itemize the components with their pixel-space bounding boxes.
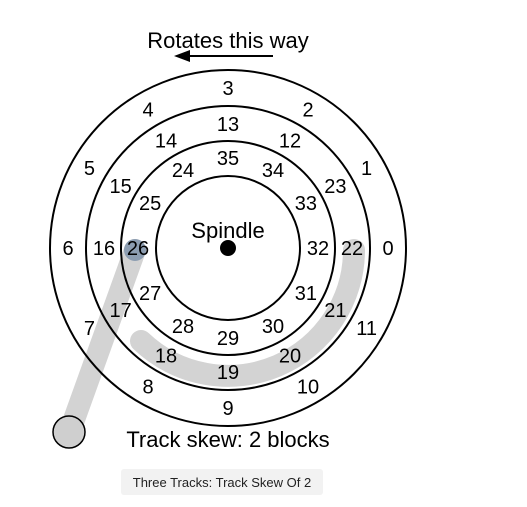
- spindle-ring: [155, 175, 301, 321]
- outer-track: [49, 69, 407, 427]
- sector-number-outer: 5: [84, 158, 95, 180]
- rotation-label: Rotates this way: [147, 28, 308, 53]
- sector-number-outer: 2: [302, 99, 313, 121]
- sector-number-outer: 0: [382, 238, 393, 260]
- sector-number-outer: 1: [361, 158, 372, 180]
- left-arrow-icon: [174, 50, 273, 62]
- middle-track: [85, 105, 371, 391]
- sector-number-middle: 12: [279, 131, 301, 153]
- disk-diagram: Rotates this way Spindle 012345678910112…: [49, 28, 407, 452]
- sector-number-middle: 21: [324, 300, 346, 322]
- sector-number-outer: 7: [84, 318, 95, 340]
- sector-number-middle: 15: [109, 176, 131, 198]
- sector-number-middle: 18: [155, 345, 177, 367]
- sector-numbers: 0123456789101122231213141516171819202132…: [62, 78, 393, 420]
- sector-number-middle: 23: [324, 176, 346, 198]
- sector-number-outer: 9: [222, 398, 233, 420]
- sector-number-middle: 13: [217, 114, 239, 136]
- read-head: [124, 239, 146, 261]
- sector-number-inner: 32: [307, 238, 329, 260]
- sector-number-inner: 33: [295, 193, 317, 215]
- sector-number-middle: 16: [93, 238, 115, 260]
- sector-number-inner: 28: [172, 316, 194, 338]
- spindle-label: Spindle: [191, 218, 264, 243]
- inner-track: [120, 140, 336, 356]
- skew-band-inner: [130, 239, 365, 387]
- figure-caption: Three Tracks: Track Skew Of 2: [121, 469, 323, 495]
- sector-number-inner: 25: [139, 193, 161, 215]
- sector-number-outer: 10: [297, 377, 319, 399]
- skew-label: Track skew: 2 blocks: [126, 427, 329, 452]
- sector-number-inner: 29: [217, 328, 239, 350]
- sector-number-inner: 30: [262, 316, 284, 338]
- sector-number-outer: 11: [356, 318, 377, 340]
- sector-number-inner: 26: [127, 238, 149, 260]
- sector-number-inner: 24: [172, 160, 194, 182]
- sector-number-middle: 19: [217, 362, 239, 384]
- sector-number-inner: 35: [217, 148, 239, 170]
- sector-number-middle: 17: [109, 300, 131, 322]
- sector-number-inner: 31: [295, 283, 317, 305]
- sector-number-middle: 20: [279, 345, 301, 367]
- sector-number-outer: 6: [62, 238, 73, 260]
- arm-handle: [60, 239, 146, 439]
- sector-number-middle: 22: [341, 238, 363, 260]
- sector-number-outer: 4: [142, 99, 153, 121]
- arm-pivot: [52, 415, 86, 449]
- sector-number-inner: 27: [139, 283, 161, 305]
- sector-number-middle: 14: [155, 131, 177, 153]
- sector-number-inner: 34: [262, 160, 284, 182]
- sector-number-outer: 3: [222, 78, 233, 100]
- sector-number-outer: 8: [142, 377, 153, 399]
- spindle-dot: [220, 240, 236, 256]
